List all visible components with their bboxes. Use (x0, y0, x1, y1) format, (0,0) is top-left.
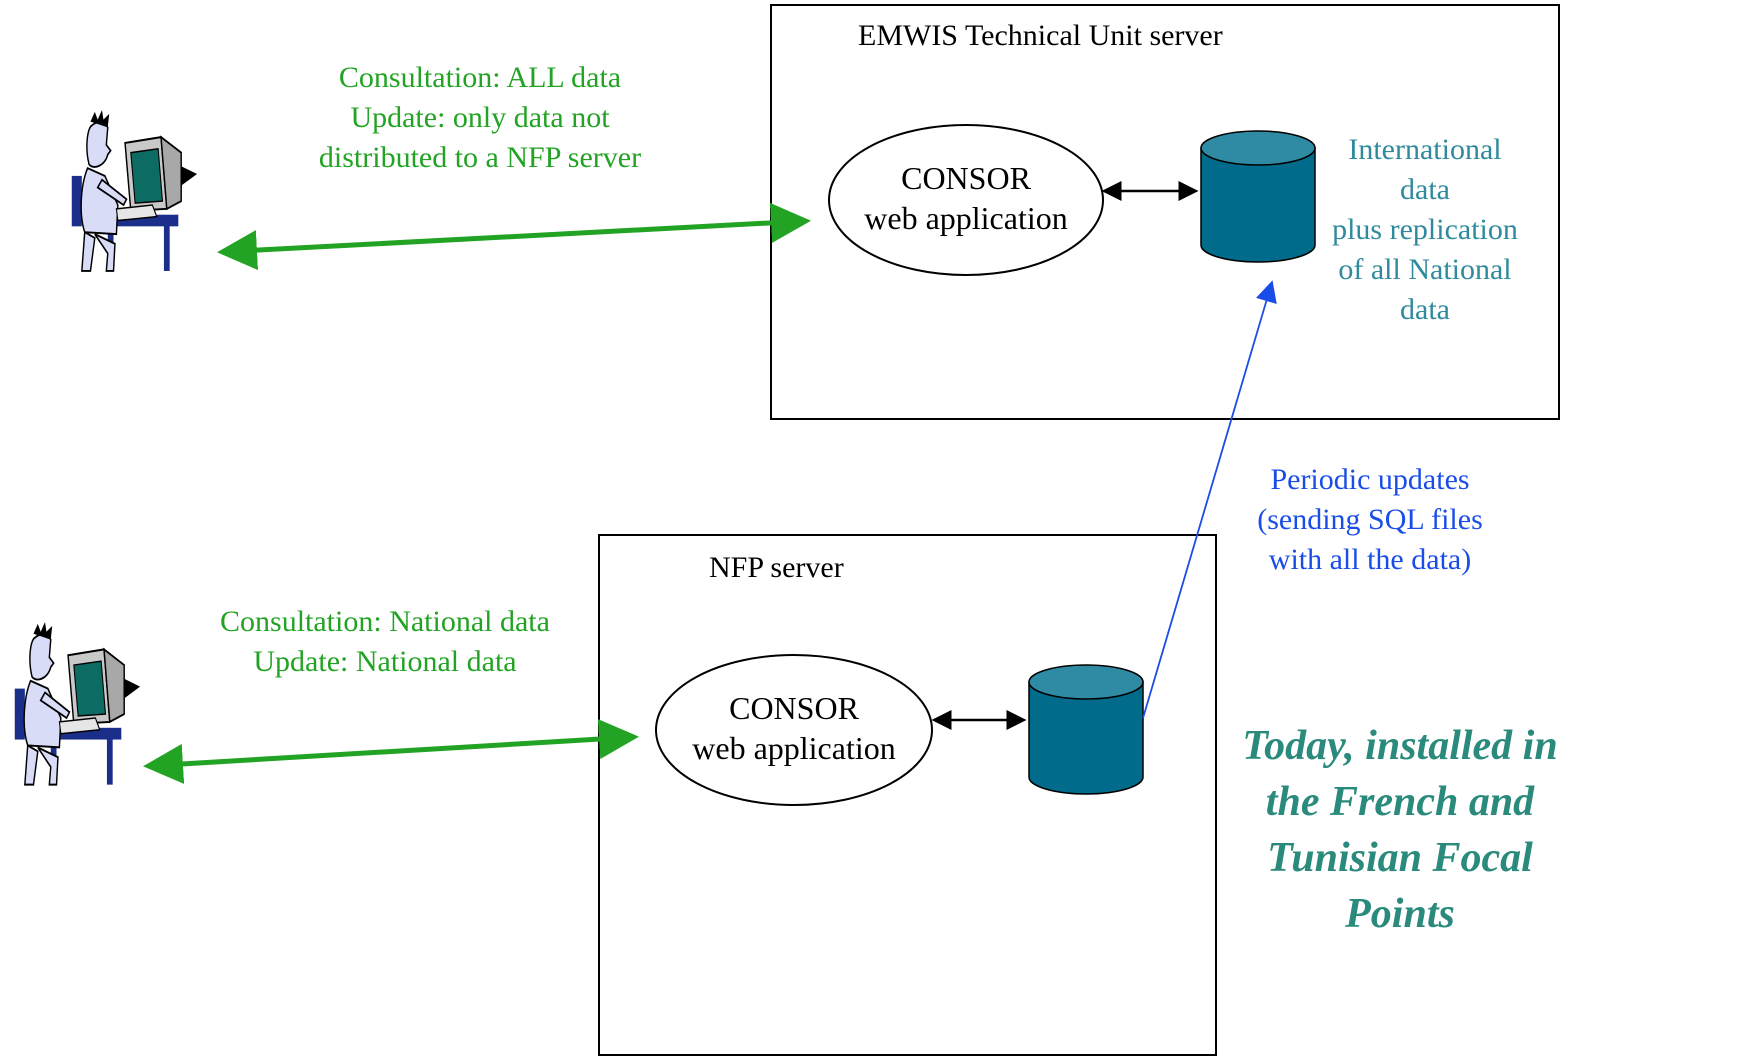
user-app-link-top (217, 202, 811, 271)
user-link-nfp-label: Consultation: National data Update: Nati… (220, 605, 550, 678)
consor-app-label-top: CONSOR web application (864, 160, 1068, 236)
installation-note: Today, installed in the French and Tunis… (1242, 723, 1558, 937)
user-at-computer-icon (70, 108, 199, 272)
user-link-top-label: Consultation: ALL data Update: only data… (318, 61, 642, 174)
international-data-label: International data plus replication of a… (1332, 133, 1518, 326)
replication-label: Periodic updates (sending SQL files with… (1257, 463, 1483, 576)
database-icon (1028, 664, 1144, 795)
nfp-server-box (598, 534, 1217, 1056)
consor-web-app-nfp (655, 654, 933, 806)
consor-app-label-nfp: CONSOR web application (692, 690, 896, 766)
replication-link (1142, 280, 1277, 719)
emwis-server-title: EMWIS Technical Unit server (858, 19, 1223, 52)
nfp-server-title: NFP server (709, 551, 844, 584)
user-app-link-nfp (143, 719, 639, 784)
user-at-computer-icon (13, 620, 142, 786)
database-icon (1200, 130, 1316, 263)
